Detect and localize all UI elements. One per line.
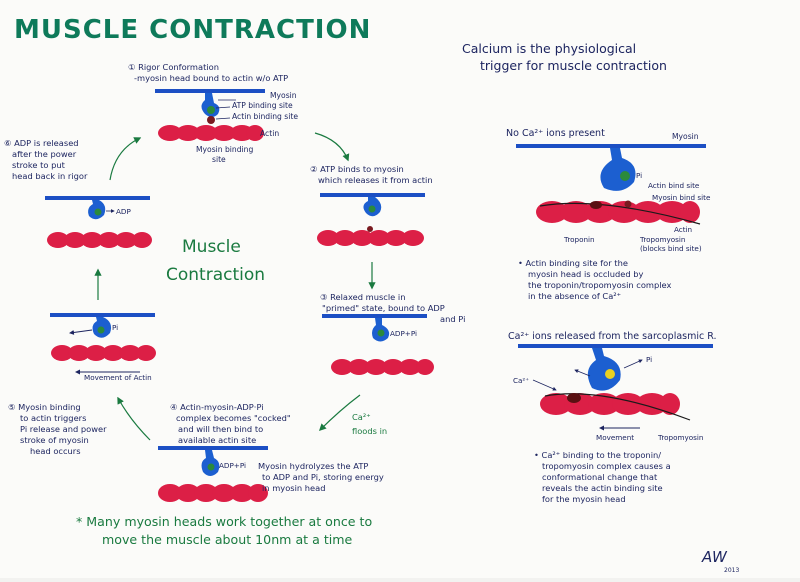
state-3-primed: ③ Relaxed muscle in "primed" state, boun… [320,292,465,375]
adp-pi-icon [207,463,215,471]
actin-filament [158,484,268,502]
adp-icon [94,208,102,216]
myosin-head [201,450,220,476]
panel-bottom-pi: Pi [646,355,652,364]
footer-caption: * Many myosin heads work together at onc… [76,514,376,547]
step-5-text: ⑤ Myosin binding to actin triggers Pi re… [8,402,109,456]
myosin-filament [322,314,427,318]
signature-year: 2013 [724,567,739,574]
arrow-ca-to-4 [318,394,361,432]
state-4-cocked: ④ Actin-myosin-ADP·Pi complex becomes "c… [158,402,386,502]
atp-icon [620,171,630,181]
adp-label: ADP [116,207,131,216]
panel-top-myosin-bind: Myosin bind site [652,193,711,202]
myosin-filament [518,344,713,348]
panel-bottom-movement: Movement [596,433,634,442]
myosin-label: Myosin [270,91,297,100]
step-1-text: ① Rigor Conformation -myosin head bound … [128,62,288,83]
myosin-filament [50,313,155,317]
panel-top-pi: Pi [636,171,642,180]
state-1-rigor: ① Rigor Conformation -myosin head bound … [128,62,298,164]
arrow-1-to-2 [314,132,350,162]
actin-filament [47,232,152,248]
adp-icon [605,369,615,379]
atp-binding-site-label: ATP binding site [232,101,293,110]
actin-filament [158,125,264,141]
panel-bottom-note: • Ca²⁺ binding to the troponin/ tropomyo… [534,450,673,504]
binding-site-icon [367,226,373,232]
myosin-filament [320,193,425,197]
actin-filament [540,393,680,415]
ca-floods-label: Ca²⁺ floods in [352,412,387,436]
myosin-filament [516,144,706,148]
tropomyosin-strand [544,393,691,421]
movement-actin-label: Movement of Actin [84,373,152,382]
step-4-text: ④ Actin-myosin-ADP·Pi complex becomes "c… [170,402,293,445]
atp-binding-site [207,106,215,114]
panel-top-heading: No Ca²⁺ ions present [506,128,605,139]
myosin-filament [155,89,265,93]
panel-bottom-ca: Ca²⁺ [513,376,529,385]
pi-label: Pi [112,323,118,332]
myosin-bind-site [624,200,632,208]
page-title: MUSCLE CONTRACTION [14,15,371,45]
panel-bottom-heading: Ca²⁺ ions released from the sarcoplasmic… [508,331,717,342]
adp-pi-icon [377,329,385,337]
step-3-text: ③ Relaxed muscle in "primed" state, boun… [320,292,465,324]
panel-top-myosin-label: Myosin [672,132,699,141]
actin-binding-site-label: Actin binding site [232,112,298,121]
arrow-6-to-1 [109,137,142,181]
panel-calcium-released: Ca²⁺ ions released from the sarcoplasmic… [508,331,717,504]
adp-pi-label: ADP+Pi [390,329,417,338]
adp-icon [97,326,105,334]
panel-top-actin-bind: Actin bind site [648,181,700,190]
myosin-head [600,148,636,191]
actin-filament [331,359,434,375]
actin-label: Actin [260,129,279,138]
actin-filament [317,230,424,246]
arrow-4-to-5 [117,396,151,441]
center-label: Muscle Contraction [166,237,265,285]
myosin-head [201,93,220,117]
panel-no-calcium: No Ca²⁺ ions present Myosin Pi Actin bin… [506,128,711,301]
troponin-blob [590,201,602,209]
actin-binding-site [207,116,215,124]
hydrolysis-text: Myosin hydrolyzes the ATP to ADP and Pi,… [258,461,386,493]
panel-top-troponin: Troponin [563,235,595,244]
panel-top-tropomyosin: Tropomyosin (blocks bind site) [639,235,702,253]
cycle-arrows [94,132,376,441]
state-6-adp-released: ⑥ ADP is released after the power stroke… [4,138,152,248]
adp-pi-label-bottom: ADP+Pi [219,461,246,470]
myosin-filament [45,196,150,200]
step-6-text: ⑥ ADP is released after the power stroke… [4,138,88,181]
panel-bottom-tropomyosin: Tropomyosin [657,433,703,442]
tropomyosin-strand [539,202,701,225]
calcium-note: Calcium is the physiological trigger for… [462,41,667,73]
step-2-text: ② ATP binds to myosin which releases it … [310,164,433,185]
myosin-binding-site-label: Myosin binding site [196,145,256,164]
panel-top-note: • Actin binding site for the myosin head… [518,258,674,301]
panel-top-actin: Actin [674,225,692,234]
signature: AW [701,548,728,566]
state-2-atp-binds: ② ATP binds to myosin which releases it … [310,164,433,246]
actin-filament [51,345,156,361]
state-5-power-stroke: ⑤ Myosin binding to actin triggers Pi re… [8,313,156,456]
myosin-filament [158,446,268,450]
myosin-head [587,348,621,391]
atp-icon [368,205,376,213]
troponin-blob [567,393,581,403]
